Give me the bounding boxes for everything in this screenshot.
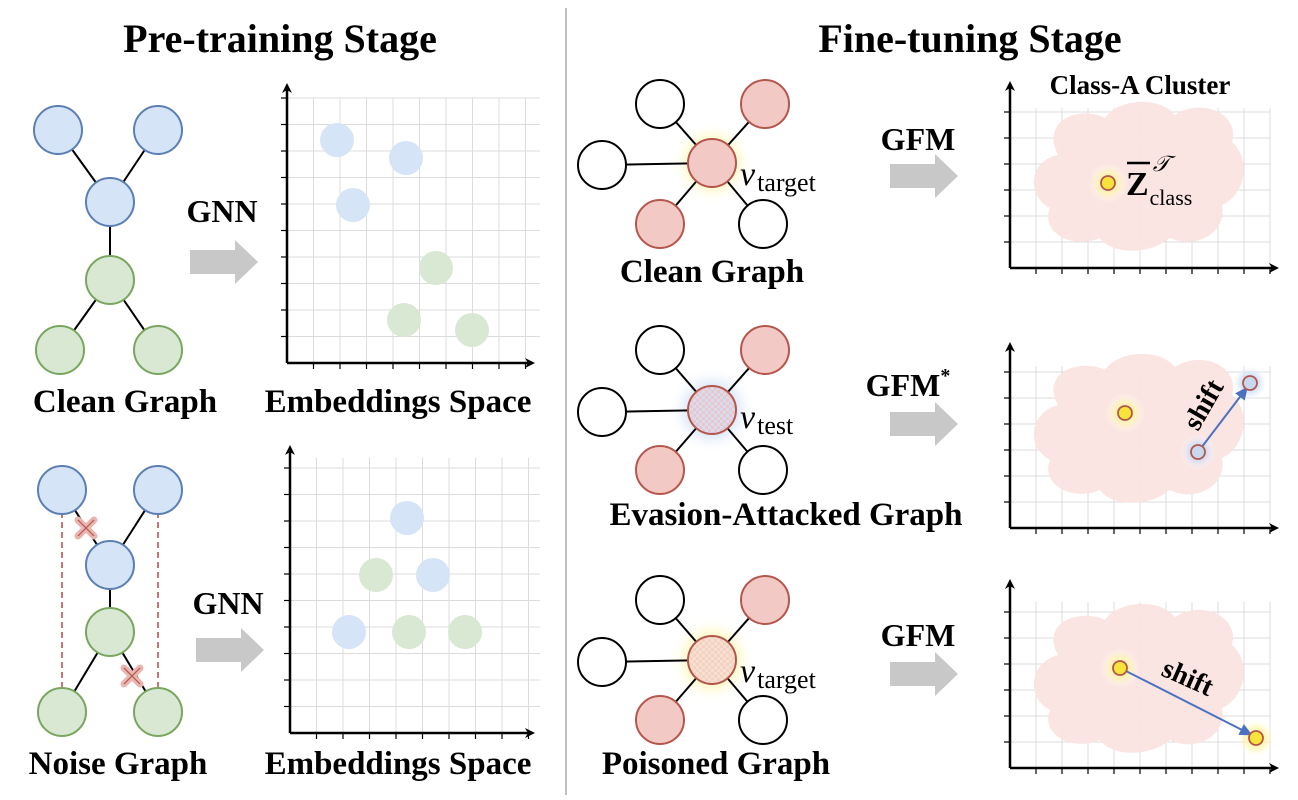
cluster-cloud <box>1033 101 1244 251</box>
class-center-point <box>1117 405 1133 421</box>
pretrain-top-arrow-label: GNN <box>186 193 257 229</box>
shifted-end-point <box>1242 375 1258 391</box>
finetune-row2-graph-label: Evasion-Attacked Graph <box>610 497 963 533</box>
pretrain-bottom-graph-label: Noise Graph <box>29 746 208 782</box>
graph-node-blue <box>85 177 135 227</box>
block-arrow <box>190 240 258 284</box>
removed-edge-cross-icon <box>74 516 98 540</box>
embedding-grid-bottom <box>284 445 540 739</box>
poisoned-target-node <box>687 635 737 685</box>
pretrain-top-space-label: Embeddings Space <box>265 384 532 420</box>
finetune-row1-graph-label: Clean Graph <box>620 254 804 290</box>
graph-node-blue <box>133 105 183 155</box>
block-arrow <box>196 628 264 672</box>
graph-node-blue <box>33 105 83 155</box>
finetuning-title: Fine-tuning Stage <box>818 16 1121 61</box>
pretrain-bottom-space-label: Embeddings Space <box>265 746 532 782</box>
block-arrow <box>890 652 958 696</box>
graph-node-green <box>35 325 85 375</box>
finetune-row2-arrow-label: GFM* <box>866 365 951 403</box>
finetune-poisoned-graph <box>577 575 790 745</box>
finetune-clean-graph <box>577 79 790 249</box>
finetune-row1-arrow-label: GFM <box>881 121 956 157</box>
finetune-evasion-graph <box>577 325 790 495</box>
target-node <box>687 138 737 188</box>
pretrain-clean-graph <box>33 105 183 375</box>
pretrain-bottom-arrow-label: GNN <box>192 585 263 621</box>
shift-arrow <box>1119 667 1253 736</box>
graph-node-green <box>85 255 135 305</box>
cluster-cloud <box>1033 353 1244 503</box>
graph-node-green <box>133 325 183 375</box>
removed-edge-cross-icon <box>120 664 144 688</box>
embedding-points-bottom <box>332 501 482 649</box>
shift-arrow <box>1197 386 1248 453</box>
node-label-v-test: vtest <box>740 399 794 440</box>
cluster-title: Class-A Cluster <box>1050 70 1231 100</box>
finetune-row3-arrow-label: GFM <box>881 617 956 653</box>
embedding-points-top <box>320 123 489 347</box>
finetune-row3-graph-label: Poisoned Graph <box>602 746 830 782</box>
class-center-point <box>1112 660 1128 676</box>
node-label-v-target: vtarget <box>740 156 817 197</box>
shifted-start-point <box>1190 444 1206 460</box>
block-arrow <box>890 402 958 446</box>
pretrain-noise-graph <box>37 465 183 737</box>
shifted-center-point <box>1248 730 1264 746</box>
block-arrow <box>890 154 958 198</box>
pretraining-title: Pre-training Stage <box>123 16 437 61</box>
test-node <box>687 385 737 435</box>
pretrain-top-graph-label: Clean Graph <box>33 384 217 420</box>
class-center-point <box>1100 175 1116 191</box>
node-label-v-target-poisoned: vtarget <box>740 653 817 694</box>
